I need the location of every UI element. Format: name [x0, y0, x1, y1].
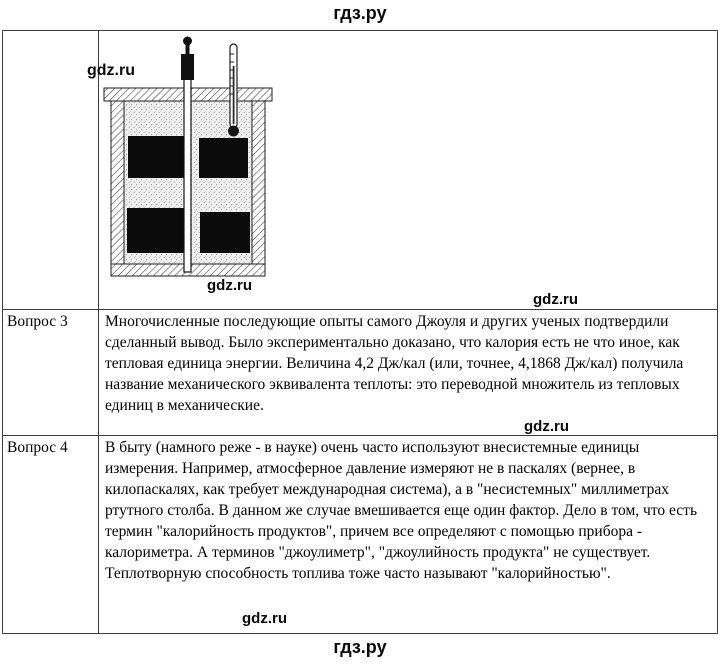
question-3-answer-text: Многочисленные последующие опыты самого …	[105, 313, 684, 414]
figure-wrap	[103, 36, 273, 284]
stirrer-shaft-icon	[181, 36, 194, 273]
stirrer-paddles	[127, 136, 250, 253]
site-title-header: гдз.ру	[333, 3, 387, 23]
thermometer-icon	[228, 43, 239, 137]
table-row-question-4: Вопрос 4 В быту (намного реже - в науке)…	[3, 436, 717, 633]
watermark-top-left: gdz.ru	[87, 62, 135, 79]
watermark-row-q3: gdz.ru	[524, 418, 569, 435]
table-row-question-3: Вопрос 3 Многочисленные последующие опыт…	[3, 310, 717, 436]
question-4-answer-text: В быту (намного реже - в науке) очень ча…	[105, 439, 698, 582]
site-title-footer: гдз.ру	[333, 637, 387, 657]
watermark-row-q4: gdz.ru	[242, 610, 287, 627]
watermark-below-figure: gdz.ru	[207, 277, 252, 294]
question-4-label: Вопрос 4	[3, 436, 99, 633]
question-3-label: Вопрос 3	[3, 310, 99, 435]
label-cell-empty	[3, 31, 99, 309]
qa-table: Вопрос 3 Многочисленные последующие опыт…	[2, 30, 718, 634]
table-row-figure	[3, 31, 717, 310]
figure-cell	[99, 31, 717, 309]
watermark-figure-right: gdz.ru	[533, 291, 578, 308]
joule-calorimeter-figure	[103, 36, 273, 277]
